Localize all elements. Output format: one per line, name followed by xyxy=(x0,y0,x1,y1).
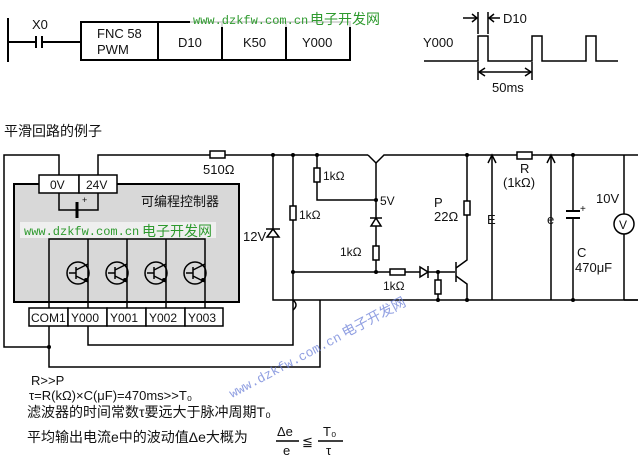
terminal-y001: Y001 xyxy=(110,311,138,325)
cap-plus: + xyxy=(580,204,586,215)
external-wiring: 510Ω 12V 1kΩ 1kΩ 5V 1kΩ xyxy=(3,150,638,368)
zener-12v-icon xyxy=(265,227,281,238)
output-transistor-icon xyxy=(105,261,129,285)
r-label: R xyxy=(520,161,529,176)
note-filter: 滤波器的时间常数τ要远大于脉冲周期T₀ xyxy=(27,404,271,420)
resistor-r xyxy=(516,151,533,160)
watermark-url-2: www.dzkfw.com.cn xyxy=(24,225,139,239)
note-tau: τ=R(kΩ)×C(μF)=470ms>>T₀ xyxy=(29,388,192,403)
operand-y000: Y000 xyxy=(302,35,332,50)
pulse-width-label: D10 xyxy=(503,11,527,26)
output-transistor-icon xyxy=(66,261,90,285)
terminal-y003: Y003 xyxy=(188,311,216,325)
note-r-p: R>>P xyxy=(31,373,64,388)
r-1k-left-label: 1kΩ xyxy=(299,208,321,222)
e-big-label: E xyxy=(487,212,496,227)
contact-label: X0 xyxy=(32,17,48,32)
operand-k50: K50 xyxy=(243,35,266,50)
e-small-label: e xyxy=(547,212,554,227)
note-ripple: 平均输出电流e中的波动值Δe大概为 xyxy=(27,429,248,445)
watermark-diagonal: www.dzkfw.com.cn 电子开发网 xyxy=(227,294,409,402)
terminal-0v-label: 0V xyxy=(50,178,65,192)
watermark-url: www.dzkfw.com.cn xyxy=(193,14,308,28)
svg-text:www.dzkfw.com.cn: www.dzkfw.com.cn xyxy=(227,330,344,402)
resistor-510 xyxy=(209,150,226,159)
svg-text:+: + xyxy=(82,195,87,205)
p-label: P xyxy=(434,195,443,210)
notes: R>>P τ=R(kΩ)×C(μF)=470ms>>T₀ 滤波器的时间常数τ要远… xyxy=(27,373,343,458)
terminal-y002: Y002 xyxy=(149,311,177,325)
v-5v-label: 5V xyxy=(380,194,395,208)
frac2-den: τ xyxy=(326,443,332,458)
output-transistor-icon xyxy=(183,261,207,285)
watermark-cn: 电子开发网 xyxy=(310,12,380,28)
r-value: (1kΩ) xyxy=(503,175,535,190)
terminal-24v-label: 24V xyxy=(86,178,107,192)
frac1-num: Δe xyxy=(277,424,293,439)
voltmeter-icon xyxy=(613,213,635,235)
r-1k-base-label: 1kΩ xyxy=(383,279,405,293)
zener-5v-icon xyxy=(369,216,383,227)
diode-icon xyxy=(419,265,430,279)
timing-chart: Y000 D10 50ms xyxy=(423,11,618,95)
signal-label: Y000 xyxy=(423,35,453,50)
v-10v-label: 10V xyxy=(596,191,619,206)
period-label: 50ms xyxy=(492,80,524,95)
zener-12v-label: 12V xyxy=(243,229,266,244)
frac1-den: e xyxy=(283,443,290,458)
c-label: C xyxy=(577,245,586,260)
p-value: 22Ω xyxy=(434,209,458,224)
section-title: 平滑回路的例子 xyxy=(4,123,102,139)
terminal-com1: COM1 xyxy=(31,311,66,325)
operand-d10: D10 xyxy=(178,35,202,50)
terminal-y000: Y000 xyxy=(71,311,99,325)
relation: ≦ xyxy=(302,434,313,449)
resistor-p xyxy=(463,200,471,216)
fnc-mnemonic: PWM xyxy=(97,42,129,57)
fnc-number: FNC 58 xyxy=(97,26,142,41)
output-transistor-icon xyxy=(144,261,168,285)
plc-block: 0V 24V 可编程控制器 + COM1 Y000 Y001 Y002 Y003 xyxy=(13,174,240,327)
c-value: 470μF xyxy=(575,260,612,275)
ladder-rung: X0 FNC 58 PWM D10 K50 Y000 xyxy=(7,17,351,62)
plc-title: 可编程控制器 xyxy=(141,194,219,209)
voltmeter-label: V xyxy=(619,218,627,232)
svg-text:电子开发网: 电子开发网 xyxy=(339,294,408,341)
r-1k-top-label: 1kΩ xyxy=(323,169,345,183)
pwm-waveform xyxy=(424,35,618,62)
r-1k-mid-label: 1kΩ xyxy=(340,245,362,259)
r-series-label: 510Ω xyxy=(203,162,235,177)
frac2-num: T₀ xyxy=(323,424,336,439)
watermark-cn-2: 电子开发网 xyxy=(142,224,212,240)
